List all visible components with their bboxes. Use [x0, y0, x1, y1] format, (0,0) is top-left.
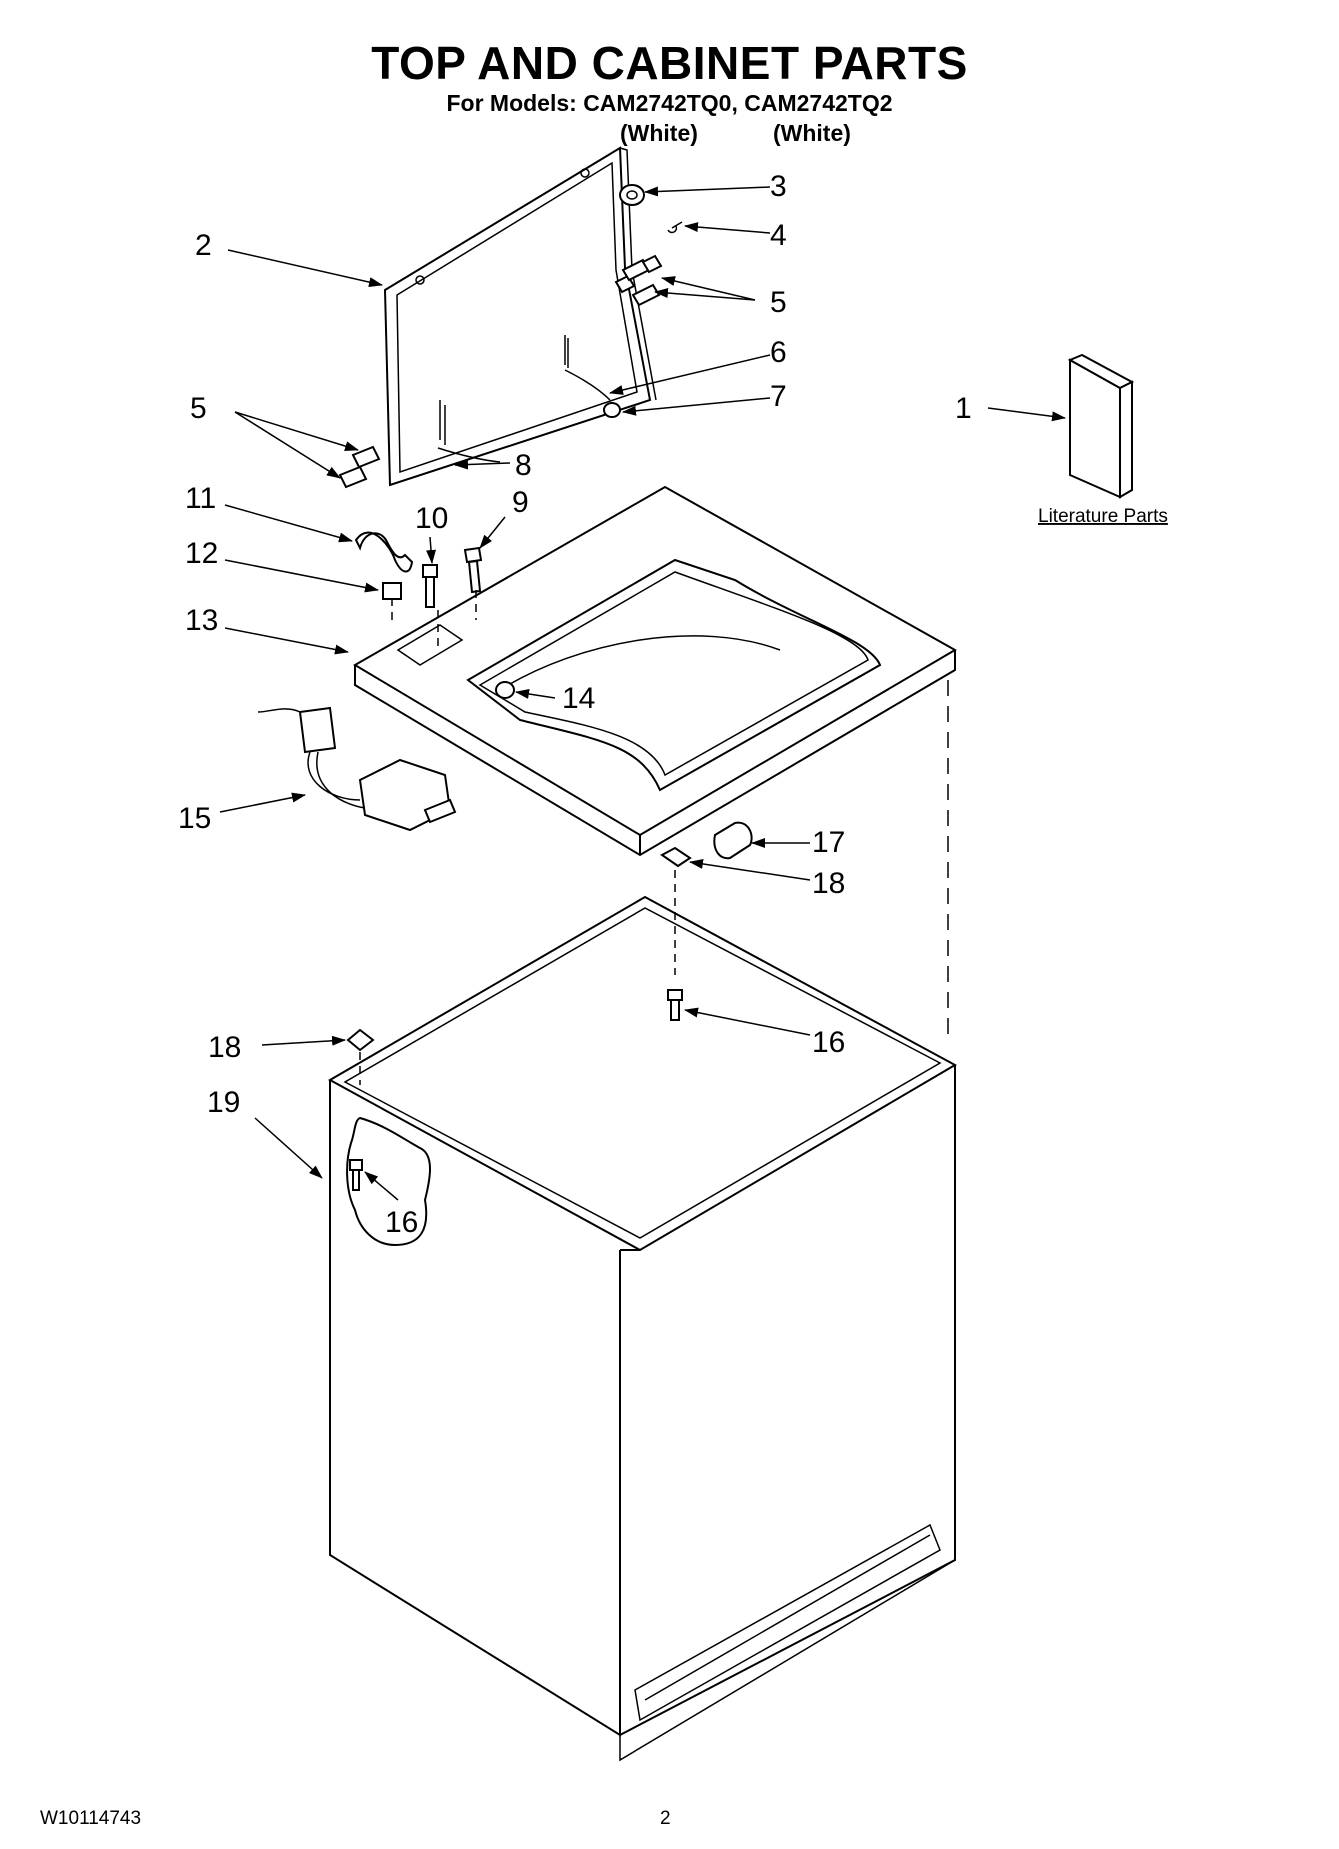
screw-10-part	[422, 564, 438, 608]
callout-7: 7	[770, 380, 787, 413]
cutaway-view	[346, 1116, 431, 1247]
model-color-2: (White)	[773, 120, 851, 146]
callout-14: 14	[562, 682, 595, 715]
lid-switch-part	[257, 706, 457, 832]
callout-16-right: 16	[812, 1026, 845, 1059]
callout-18-right: 18	[812, 867, 845, 900]
models-subtitle: For Models: CAM2742TQ0, CAM2742TQ2	[446, 90, 893, 116]
callout-13: 13	[185, 604, 218, 637]
callout-4: 4	[770, 219, 787, 252]
top-panel-part	[353, 485, 958, 857]
literature-label: Literature Parts	[1038, 506, 1168, 527]
callout-19: 19	[207, 1086, 240, 1119]
page-title: TOP AND CABINET PARTS	[371, 37, 968, 89]
leader-lines	[219, 186, 1066, 1201]
callout-15: 15	[178, 802, 211, 835]
model-color-1: (White)	[620, 120, 698, 146]
page-number: 2	[660, 1808, 671, 1829]
callout-1: 1	[955, 392, 972, 425]
screw-part-left	[338, 445, 381, 489]
clip-18b-part	[346, 1028, 375, 1052]
document-id: W10114743	[40, 1808, 142, 1829]
callout-16-cutaway: 16	[385, 1206, 418, 1239]
callout-3: 3	[770, 170, 787, 203]
hinge-rod-part	[437, 400, 501, 463]
lid-frame-part	[383, 146, 657, 487]
nut-part	[603, 402, 621, 418]
clip-18-part	[660, 846, 692, 868]
callout-5-right: 5	[770, 286, 787, 319]
callout-10: 10	[415, 502, 448, 535]
grommet-part	[713, 821, 753, 860]
callout-2: 2	[195, 229, 212, 262]
cabinet-part	[327, 895, 958, 1762]
callout-8: 8	[515, 449, 532, 482]
callout-18-left: 18	[208, 1031, 241, 1064]
callout-11: 11	[185, 482, 216, 515]
hinge-rod-part-2	[564, 335, 611, 401]
bumper-part	[619, 184, 683, 234]
callout-17: 17	[812, 826, 845, 859]
screw-9-part	[463, 546, 483, 594]
callout-labels: 1 2 3 4 5 5 6 7 8 9 10 11 12 13 14 15 16…	[178, 170, 972, 1239]
screw-part	[614, 254, 663, 307]
callout-6: 6	[770, 336, 787, 369]
screw-16-part	[667, 989, 683, 1021]
callout-5-left: 5	[190, 392, 207, 425]
callout-9: 9	[512, 486, 529, 519]
clip-part	[354, 531, 414, 573]
clip-nut-part	[382, 582, 402, 600]
callout-12: 12	[185, 537, 218, 570]
screw-16b-part	[349, 1159, 363, 1191]
literature-part	[1067, 353, 1135, 499]
